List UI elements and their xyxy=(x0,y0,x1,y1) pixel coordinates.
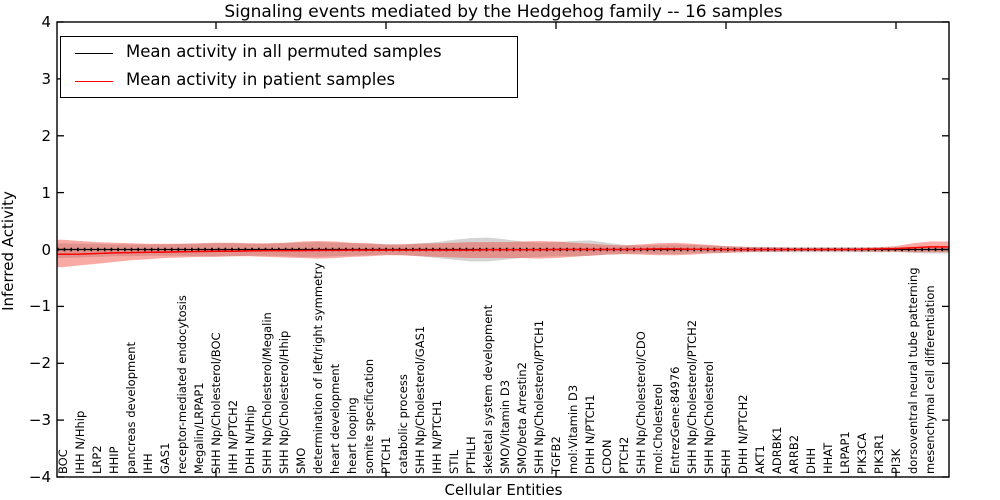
x-category-label: PIK3CA xyxy=(855,432,869,474)
y-tick-label: −4 xyxy=(28,468,51,486)
x-category-label: DHH N/PTCH2 xyxy=(736,394,750,474)
y-tick-label: −2 xyxy=(28,354,51,373)
x-axis-label: Cellular Entities xyxy=(444,481,563,499)
x-category-label: dorsoventral neural tube patterning xyxy=(906,267,920,474)
x-category-label: BOC xyxy=(56,449,70,474)
x-category-label: IHH N/PTCH1 xyxy=(430,399,444,474)
x-category-label: SMO xyxy=(294,447,308,474)
x-category-label: ADRBK1 xyxy=(770,426,784,474)
legend-entry-permuted: Mean activity in all permuted samples xyxy=(61,39,517,68)
x-category-label: mesenchymal cell differentiation xyxy=(923,285,937,474)
x-category-label: SHH Np/Cholesterol/PTCH1 xyxy=(532,319,546,474)
x-category-label: mol:Cholesterol xyxy=(651,383,665,474)
y-tick-label: 1 xyxy=(41,183,51,202)
x-category-label: IHH xyxy=(141,453,155,474)
x-category-label: SHH Np/Cholesterol/Hhip xyxy=(277,330,291,474)
x-category-label: heart development xyxy=(328,363,342,474)
x-category-label: SMO/Vitamin D3 xyxy=(498,379,512,474)
x-category-label: pancreas development xyxy=(124,341,138,474)
x-category-label: SHH Np/Cholesterol/CDO xyxy=(634,331,648,474)
patient-line-sample-icon xyxy=(75,81,113,82)
x-category-label: PTCH2 xyxy=(617,436,631,474)
x-category-label: somite specification xyxy=(362,358,376,474)
x-category-label: LRPAP1 xyxy=(838,431,852,474)
x-category-label: PIK3R1 xyxy=(872,433,886,475)
x-category-label: HHAT xyxy=(821,442,835,474)
patient-mean-line xyxy=(57,246,949,256)
x-category-label: SHH xyxy=(719,449,733,474)
x-category-label: GAS1 xyxy=(158,442,172,474)
x-category-label: DHH N/Hhip xyxy=(243,405,257,474)
y-tick-label: 0 xyxy=(41,240,51,259)
y-tick-label: 4 xyxy=(41,13,51,31)
x-category-label: SHH Np/Cholesterol/PTCH2 xyxy=(685,319,699,474)
x-category-label: determination of left/right symmetry xyxy=(311,262,325,474)
x-category-label: DHH xyxy=(804,447,818,474)
x-category-label: LRP2 xyxy=(90,445,104,474)
x-category-label: heart looping xyxy=(345,397,359,474)
legend-label-patient: Mean activity in patient samples xyxy=(126,70,396,89)
x-category-label: SMO/beta Arrestin2 xyxy=(515,362,529,474)
x-category-label: receptor-mediated endocytosis xyxy=(175,295,189,474)
legend-box: Mean activity in all permuted samples Me… xyxy=(60,36,518,98)
x-category-label: STIL xyxy=(447,449,461,474)
x-category-label: CDON xyxy=(600,439,614,474)
x-category-label: EntrezGene:84976 xyxy=(668,366,682,474)
x-category-label: PTHLH xyxy=(464,436,478,474)
chart-title: Signaling events mediated by the Hedgeho… xyxy=(224,2,783,22)
x-category-label: TGFB2 xyxy=(549,436,563,474)
x-category-label: AKT1 xyxy=(753,445,767,474)
legend-entry-patient: Mean activity in patient samples xyxy=(61,67,517,96)
x-category-label: DHH N/PTCH1 xyxy=(583,394,597,474)
x-category-label: PTCH1 xyxy=(379,436,393,474)
legend-label-permuted: Mean activity in all permuted samples xyxy=(126,42,442,61)
x-category-label: HHIP xyxy=(107,446,121,474)
x-category-label: SHH Np/Cholesterol/Megalin xyxy=(260,312,274,474)
x-category-label: SHH Np/Cholesterol/BOC xyxy=(209,332,223,474)
x-category-label: skeletal system development xyxy=(481,304,495,474)
x-category-label: mol:Vitamin D3 xyxy=(566,384,580,474)
x-category-label: IHH N/PTCH2 xyxy=(226,399,240,474)
x-category-label: SHH Np/Cholesterol xyxy=(702,361,716,474)
y-tick-label: −1 xyxy=(28,297,51,316)
patient-band xyxy=(57,239,949,268)
y-tick-label: 3 xyxy=(41,69,51,88)
x-category-label: PI3K xyxy=(889,448,903,474)
y-tick-label: −3 xyxy=(28,411,51,430)
y-tick-label: 2 xyxy=(41,126,51,145)
x-category-label: SHH Np/Cholesterol/GAS1 xyxy=(413,325,427,474)
x-category-label: IHH N/Hhip xyxy=(73,410,87,474)
x-category-label: catabolic process xyxy=(396,374,410,474)
x-category-label: Megalin/LRPAP1 xyxy=(192,382,206,474)
x-category-label: ARRB2 xyxy=(787,434,801,474)
permuted-line-sample-icon xyxy=(75,53,113,54)
